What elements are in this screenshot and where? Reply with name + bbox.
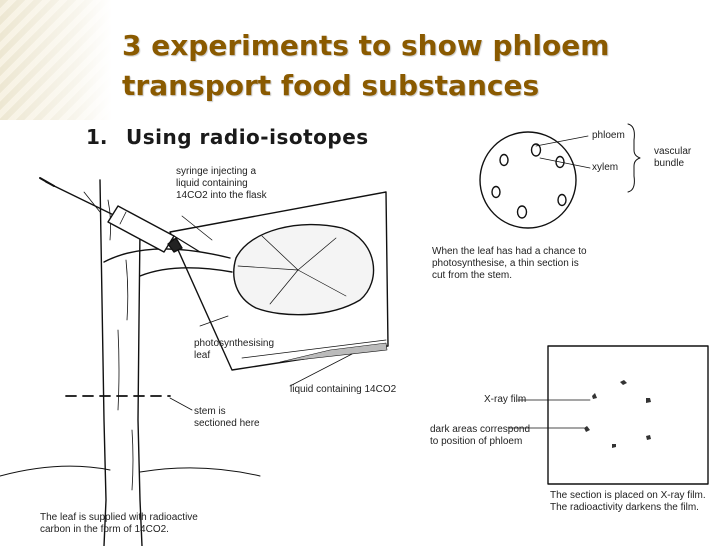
dark-areas-label: dark areas correspond to position of phl…: [430, 424, 531, 447]
stem-sectioned-label: stem is sectioned here: [194, 406, 260, 429]
plant-stem: [99, 179, 143, 546]
sealed-flask: [169, 191, 389, 371]
leaf-stalk: [103, 248, 233, 277]
photosynthesising-leaf-label: photosynthesising leaf: [194, 338, 275, 361]
xray-dark-spots: [584, 380, 651, 448]
vascular-bundle-label: vascular bundle: [654, 146, 692, 169]
slide-title: 3 experiments to show phloem transport f…: [122, 26, 662, 106]
bullet-text: Using radio-isotopes: [126, 125, 369, 149]
syringe-label: syringe injecting a liquid containing 14…: [176, 166, 267, 201]
syringe: [39, 177, 201, 253]
photosynthesising-leaf-drawing: [233, 223, 375, 316]
xray-film-label: X-ray film: [484, 394, 527, 405]
phloem-label: phloem: [592, 130, 625, 141]
bullet-number: 1.: [86, 125, 108, 149]
liquid-label: liquid containing 14CO2: [290, 384, 397, 395]
xray-caption: The section is placed on X-ray film. The…: [550, 490, 706, 513]
left-caption: The leaf is supplied with radioactive ca…: [40, 512, 198, 535]
decorative-corner-fade: [0, 0, 112, 120]
slide-title-line2: transport food substances: [122, 69, 540, 102]
xylem-label: xylem: [592, 162, 619, 173]
ground-line: [0, 465, 261, 477]
slide-title-line1: 3 experiments to show phloem: [122, 29, 610, 62]
stem-cross-section: [479, 123, 641, 229]
xray-film: [507, 345, 709, 485]
section-caption: When the leaf has had a chance to photos…: [432, 246, 587, 281]
